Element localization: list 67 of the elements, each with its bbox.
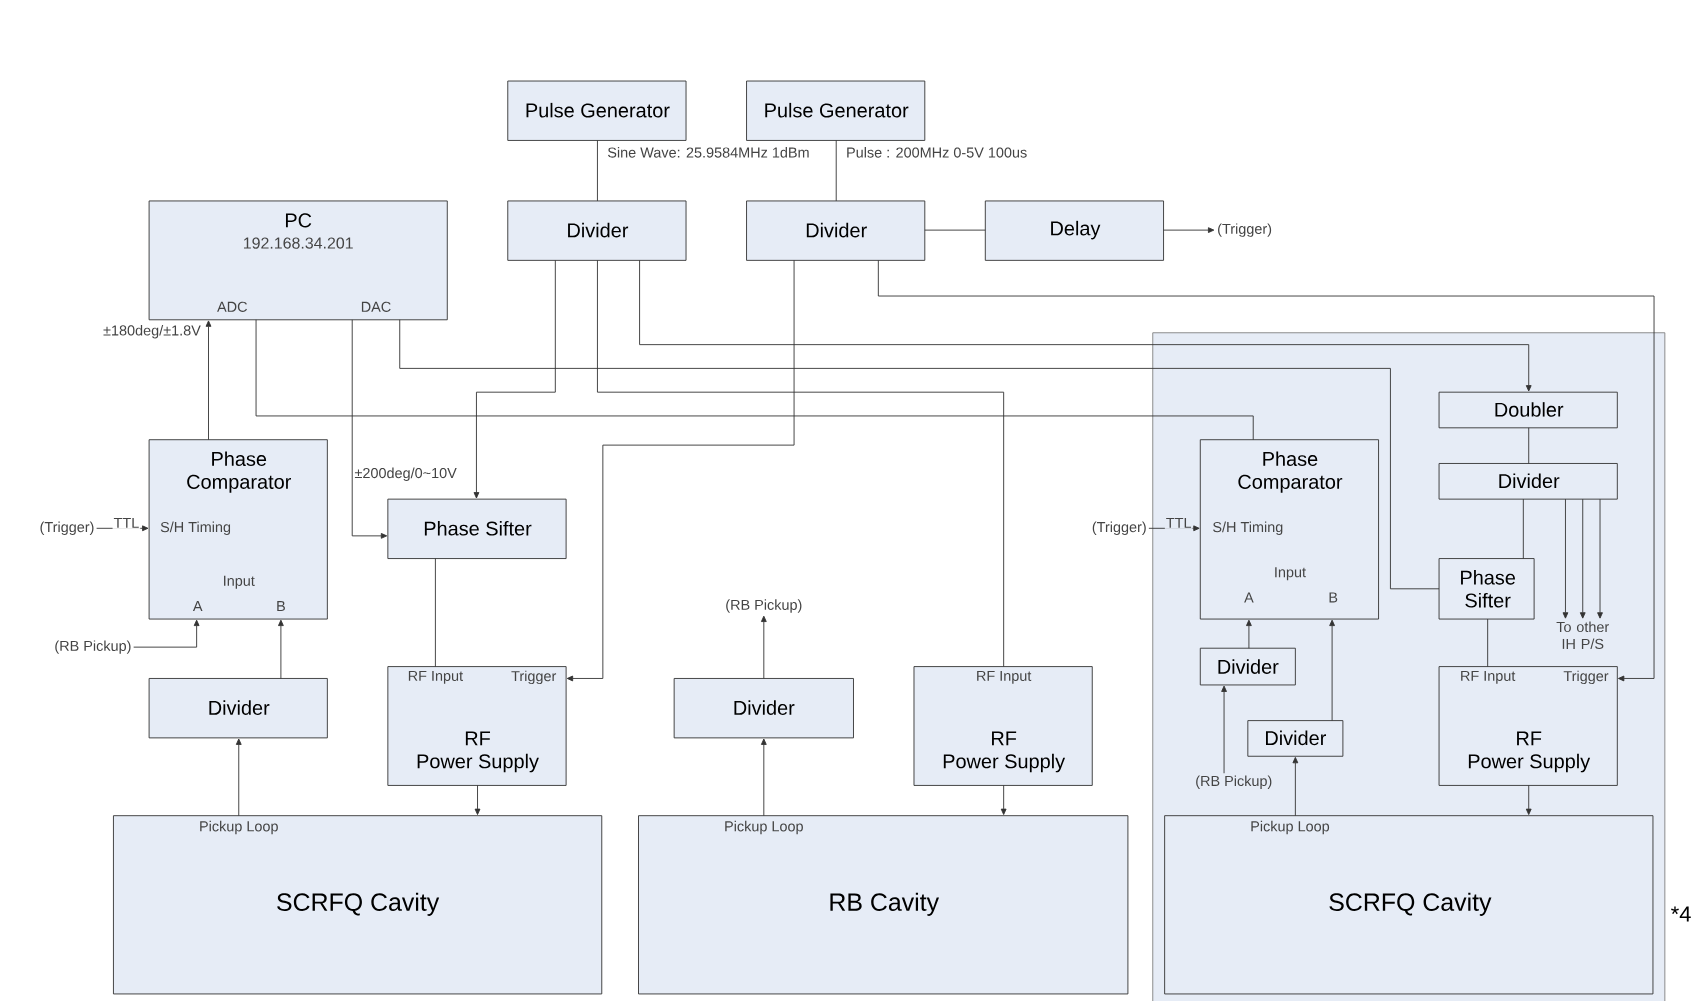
connector-line [1487,618,1489,667]
function-block: Divider [1199,647,1296,686]
arrow [1562,498,1569,619]
connector-line [434,557,436,667]
arrow [566,259,795,682]
multiplier-label: *4 [1671,906,1691,922]
arrow [760,738,767,816]
arrow [1597,498,1603,619]
signal-label: (RB Pickup) [726,599,802,613]
function-block: RF Input RF Power Supply [913,665,1093,786]
function-block: PC 192.168.34.201 ADC DAC [148,200,448,320]
arrow [473,259,556,499]
function-block: Divider [746,200,926,261]
function-block: Pulse Generator [746,80,926,141]
function-block: Delay [984,200,1164,261]
edge-label: ±180deg/±1.8V [102,323,202,340]
function-block: Divider [673,677,854,739]
signal-label: (RB Pickup) [1196,775,1272,789]
edge-label: Pulse : 200MHz 0-5V 100us [845,145,1029,159]
arrow [1329,619,1335,721]
arrow [1292,756,1299,816]
function-block: Divider [148,677,328,739]
signal-label: (RB Pickup) [55,640,131,654]
arrow [1221,685,1227,774]
function-block: Divider [1247,719,1344,757]
function-block: Phase Comparator S/H Timing Input A B [1199,439,1379,620]
function-block: RF Input Trigger RF Power Supply [1438,665,1618,786]
signal-label: To other IH P/S [1556,621,1609,649]
connector-line [1528,427,1530,464]
edge-label: ±200deg/0~10V [353,466,458,482]
connector-line [597,139,598,202]
connector-line [924,229,986,231]
signal-label: (Trigger) [40,521,94,535]
arrow [1579,498,1586,619]
signal-label: (Trigger) [1092,521,1146,535]
function-block: Divider [507,200,687,261]
arrow [205,320,212,440]
arrow [1163,227,1215,233]
arrow [351,319,388,539]
signal-label: (Trigger) [1218,223,1272,237]
arrow [1000,784,1007,815]
arrow [474,784,481,815]
arrow [639,259,1532,392]
function-block: Doubler [1438,391,1618,429]
function-block: Phase Comparator S/H Timing Input A B [148,439,328,620]
function-block: Divider [1438,462,1618,500]
function-block: RF Input Trigger RF Power Supply [387,665,567,786]
connector-line [255,319,1254,440]
function-block: Pickup Loop SCRFQ Cavity [113,815,603,995]
edge-label: Sine Wave: 25.9584MHz 1dBm [606,145,811,159]
arrow [877,259,1655,682]
connector-line [1522,498,1524,559]
function-block: Pulse Generator [507,80,687,141]
arrow [278,619,284,679]
function-block: Phase Sifter [1438,557,1535,620]
arrow [760,615,767,679]
arrow [235,738,242,816]
arrow [1246,619,1252,649]
arrow [1525,784,1532,815]
edge-label: TTL [112,516,141,529]
arrow [133,619,200,648]
function-block: Pickup Loop SCRFQ Cavity [1164,815,1654,995]
function-block: Pickup Loop RB Cavity [638,815,1129,995]
function-block: Phase Sifter [387,498,567,559]
connector-line [597,259,1005,667]
connector-line [399,319,1440,590]
connector-line [835,139,837,202]
